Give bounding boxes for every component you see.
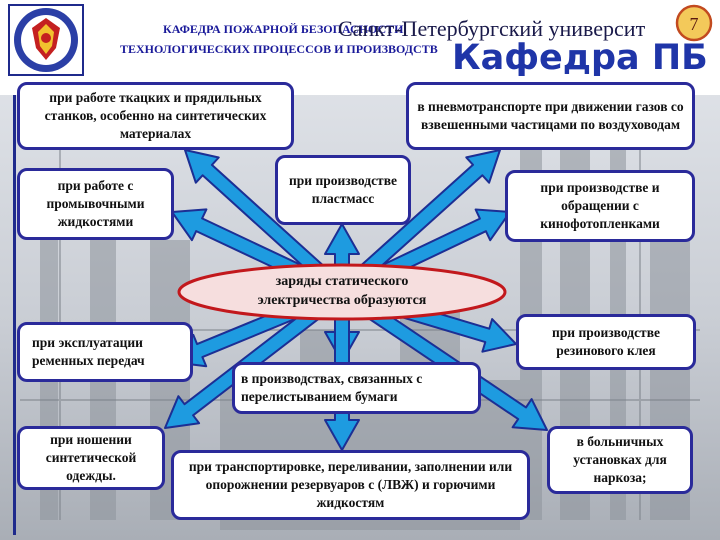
box-anesthesia-text: в больничных установках для наркоза; [573, 433, 667, 486]
box-synthetic-clothing: при ношении синтетической одежды. [17, 426, 165, 490]
box-flammable-liquids: при транспортировке, переливании, заполн… [171, 450, 530, 520]
box-film: при производстве и обращении с кинофотоп… [505, 170, 695, 242]
page-number-badge: 7 [675, 4, 713, 42]
center-ellipse [177, 263, 507, 321]
box-paper: в производствах, связанных с перелистыва… [232, 362, 481, 414]
box-weaving-text: при работе ткацких и прядильных станков,… [44, 89, 267, 142]
box-belts-text: при эксплуатации ременных передач [32, 334, 145, 368]
box-clothing-text: при ношении синтетической одежды. [45, 431, 137, 484]
university-emblem-logo [8, 4, 84, 76]
center-line1: заряды статического [275, 274, 409, 290]
box-plastics-text: при производстве пластмасс [289, 172, 397, 206]
box-pneumatic-transport: в пневмотранспорте при движении газов со… [406, 82, 695, 150]
box-film-text: при производстве и обращении с кинофотоп… [540, 179, 660, 232]
center-statement: заряды статического электричества образу… [176, 262, 508, 322]
box-paper-text: в производствах, связанных с перелистыва… [241, 370, 423, 404]
box-belt-drives: при эксплуатации ременных передач [17, 322, 193, 382]
department-title-line2: ТЕХНОЛОГИЧЕСКИХ ПРОЦЕССОВ И ПРОИЗВОДСТВ [120, 42, 438, 56]
department-title-line1: КАФЕДРА ПОЖАРНОЙ БЕЗОПАСНОСТИ [163, 22, 404, 36]
page-number: 7 [690, 14, 699, 34]
box-rubber-glue-text: при производстве резинового клея [552, 324, 660, 358]
university-name: Санкт-Петербургский университ [338, 16, 646, 41]
box-plastics: при производстве пластмасс [275, 155, 411, 225]
box-liquids-text: при транспортировке, переливании, заполн… [188, 458, 513, 511]
box-pneumo-text: в пневмотранспорте при движении газов со… [417, 98, 684, 132]
box-rubber-glue: при производстве резинового клея [516, 314, 696, 370]
box-washing-liquids: при работе с промывочными жидкостями [17, 168, 174, 240]
kafedra-title: Кафедра ПБ [452, 38, 708, 78]
left-rule [13, 95, 16, 535]
box-washing-text: при работе с промывочными жидкостями [46, 177, 145, 230]
box-weaving-machines: при работе ткацких и прядильных станков,… [17, 82, 294, 150]
center-line2: электричества образуются [257, 293, 427, 308]
box-anesthesia: в больничных установках для наркоза; [547, 426, 693, 494]
